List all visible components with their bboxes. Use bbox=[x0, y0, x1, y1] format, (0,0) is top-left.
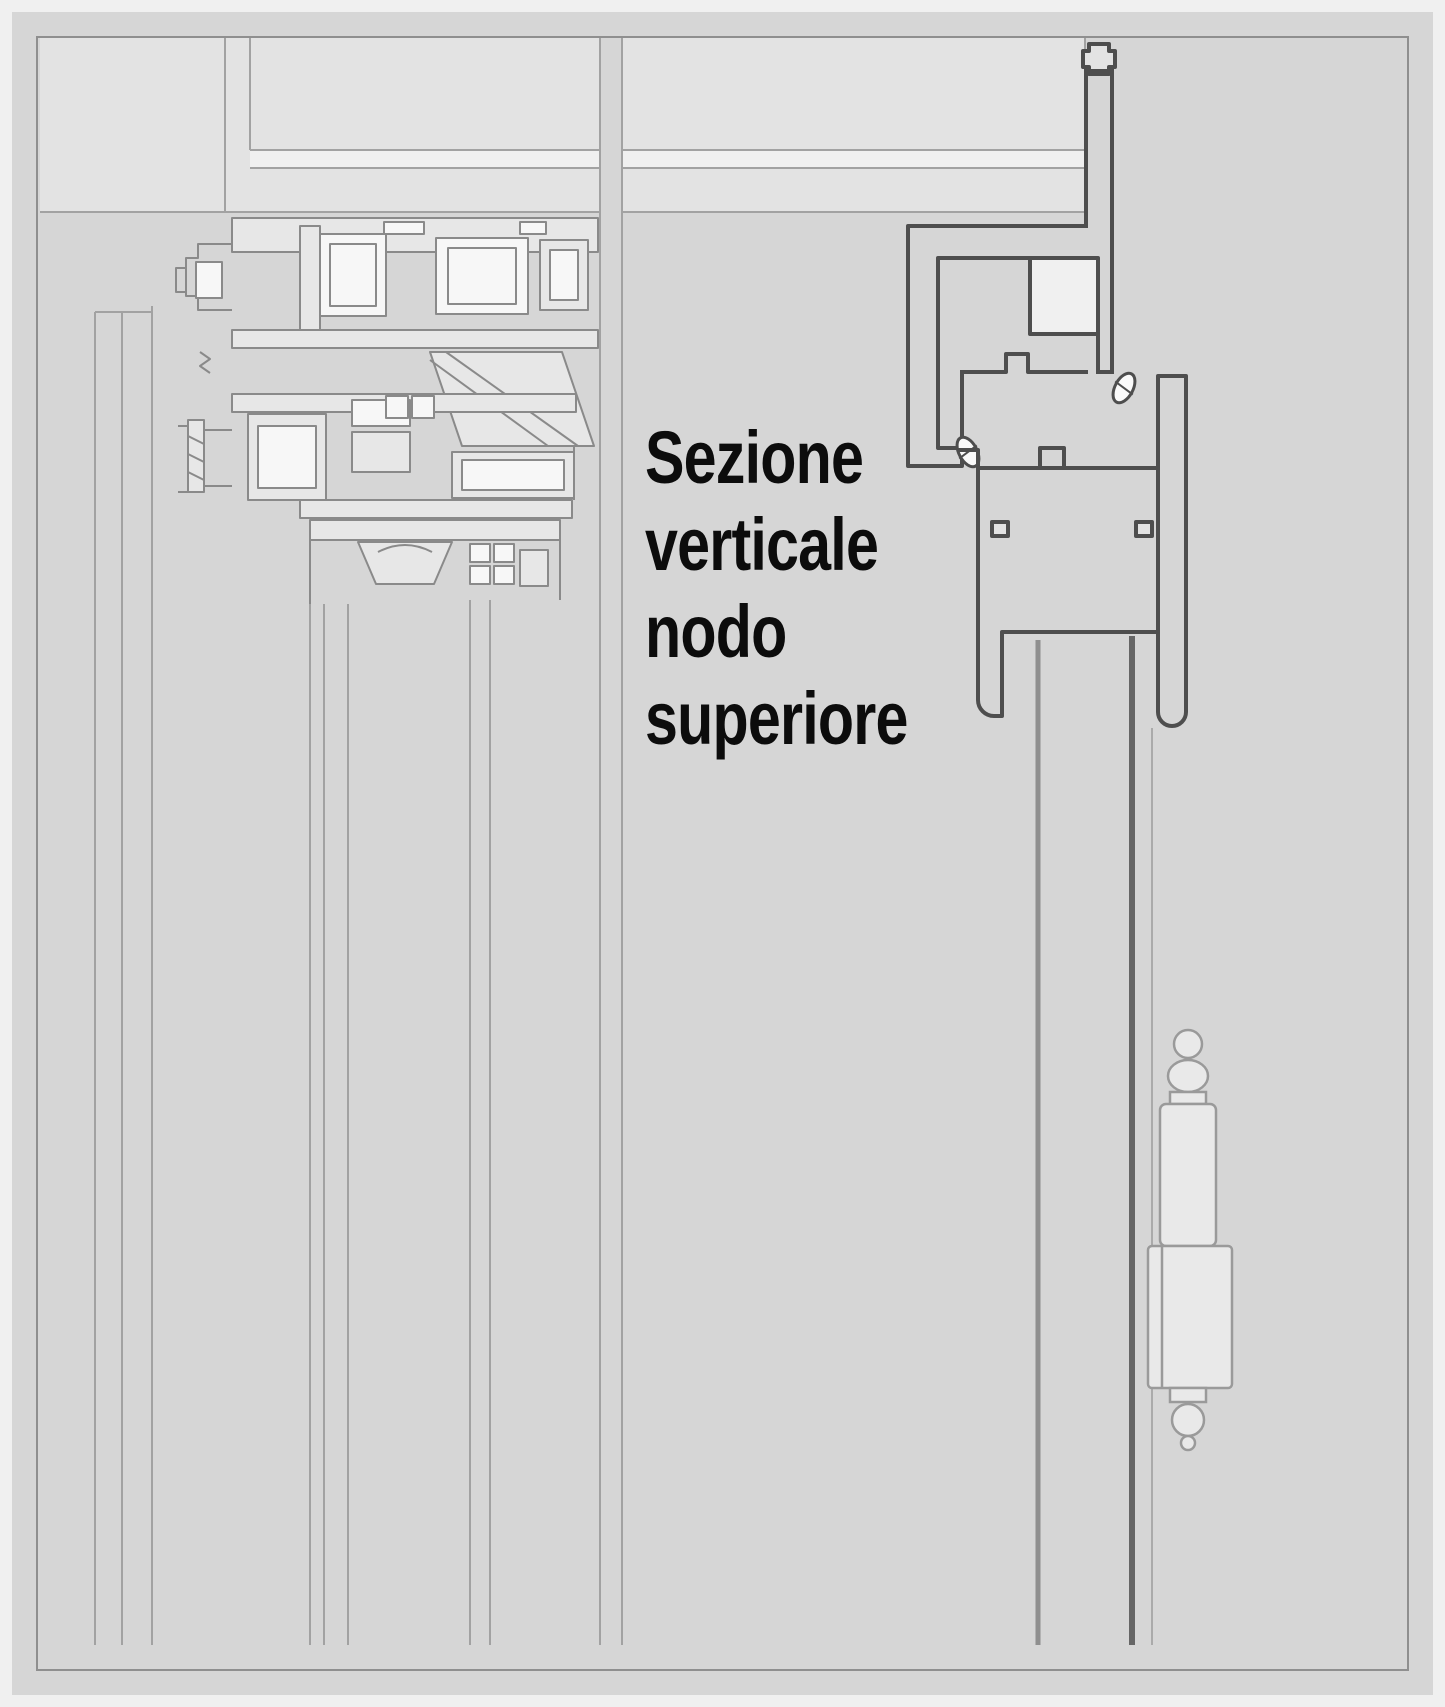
caption-line-2: verticale bbox=[645, 503, 879, 586]
sheet-background bbox=[12, 12, 1433, 1695]
handle-body bbox=[1146, 1244, 1234, 1390]
right-profile-cross-section bbox=[906, 42, 1188, 728]
glazing-lines-left bbox=[309, 600, 491, 1645]
frame-cavity-box bbox=[1028, 256, 1100, 336]
right-glazing-lines bbox=[1035, 636, 1153, 1645]
handle-top-knob bbox=[1172, 1028, 1204, 1060]
lintel-band-right bbox=[622, 150, 1085, 168]
glazing-bead bbox=[357, 541, 453, 585]
wall-anchor-bracket bbox=[185, 243, 232, 311]
screw-channel-top bbox=[1081, 42, 1117, 76]
sash-chamber-1 bbox=[257, 425, 317, 489]
wall-lines-left bbox=[94, 306, 153, 1645]
handle-collar-bottom bbox=[1168, 1386, 1208, 1404]
sash-chamber-2 bbox=[461, 459, 565, 491]
lintel-panel-left bbox=[40, 38, 600, 212]
lintel-panel-right bbox=[622, 38, 1085, 212]
handle-collar-top bbox=[1168, 1090, 1208, 1106]
handle-grip bbox=[1158, 1102, 1218, 1248]
section-caption: Sezione verticale nodo superiore bbox=[645, 414, 908, 762]
left-profile-cross-section bbox=[175, 217, 599, 604]
handle-bottom-knob bbox=[1170, 1402, 1206, 1438]
lintel-band-left bbox=[250, 150, 600, 168]
frame-upright-channel bbox=[1084, 69, 1114, 244]
drawing-border bbox=[36, 36, 1409, 1671]
caption-line-3: nodo bbox=[645, 590, 787, 673]
frame-ledge bbox=[960, 352, 1088, 450]
window-handle bbox=[1146, 1028, 1234, 1452]
caption-line-4: superiore bbox=[645, 677, 908, 760]
window-elevation-lines bbox=[94, 38, 623, 1645]
lintel-panels bbox=[40, 38, 1086, 213]
caption-line-1: Sezione bbox=[645, 416, 864, 499]
sash-right-member bbox=[1156, 374, 1188, 728]
seal-zigzag bbox=[199, 351, 211, 374]
mullion-lines-center bbox=[599, 38, 623, 1645]
frame-chamber-2 bbox=[435, 237, 529, 315]
sash-box-outline bbox=[976, 466, 1160, 718]
